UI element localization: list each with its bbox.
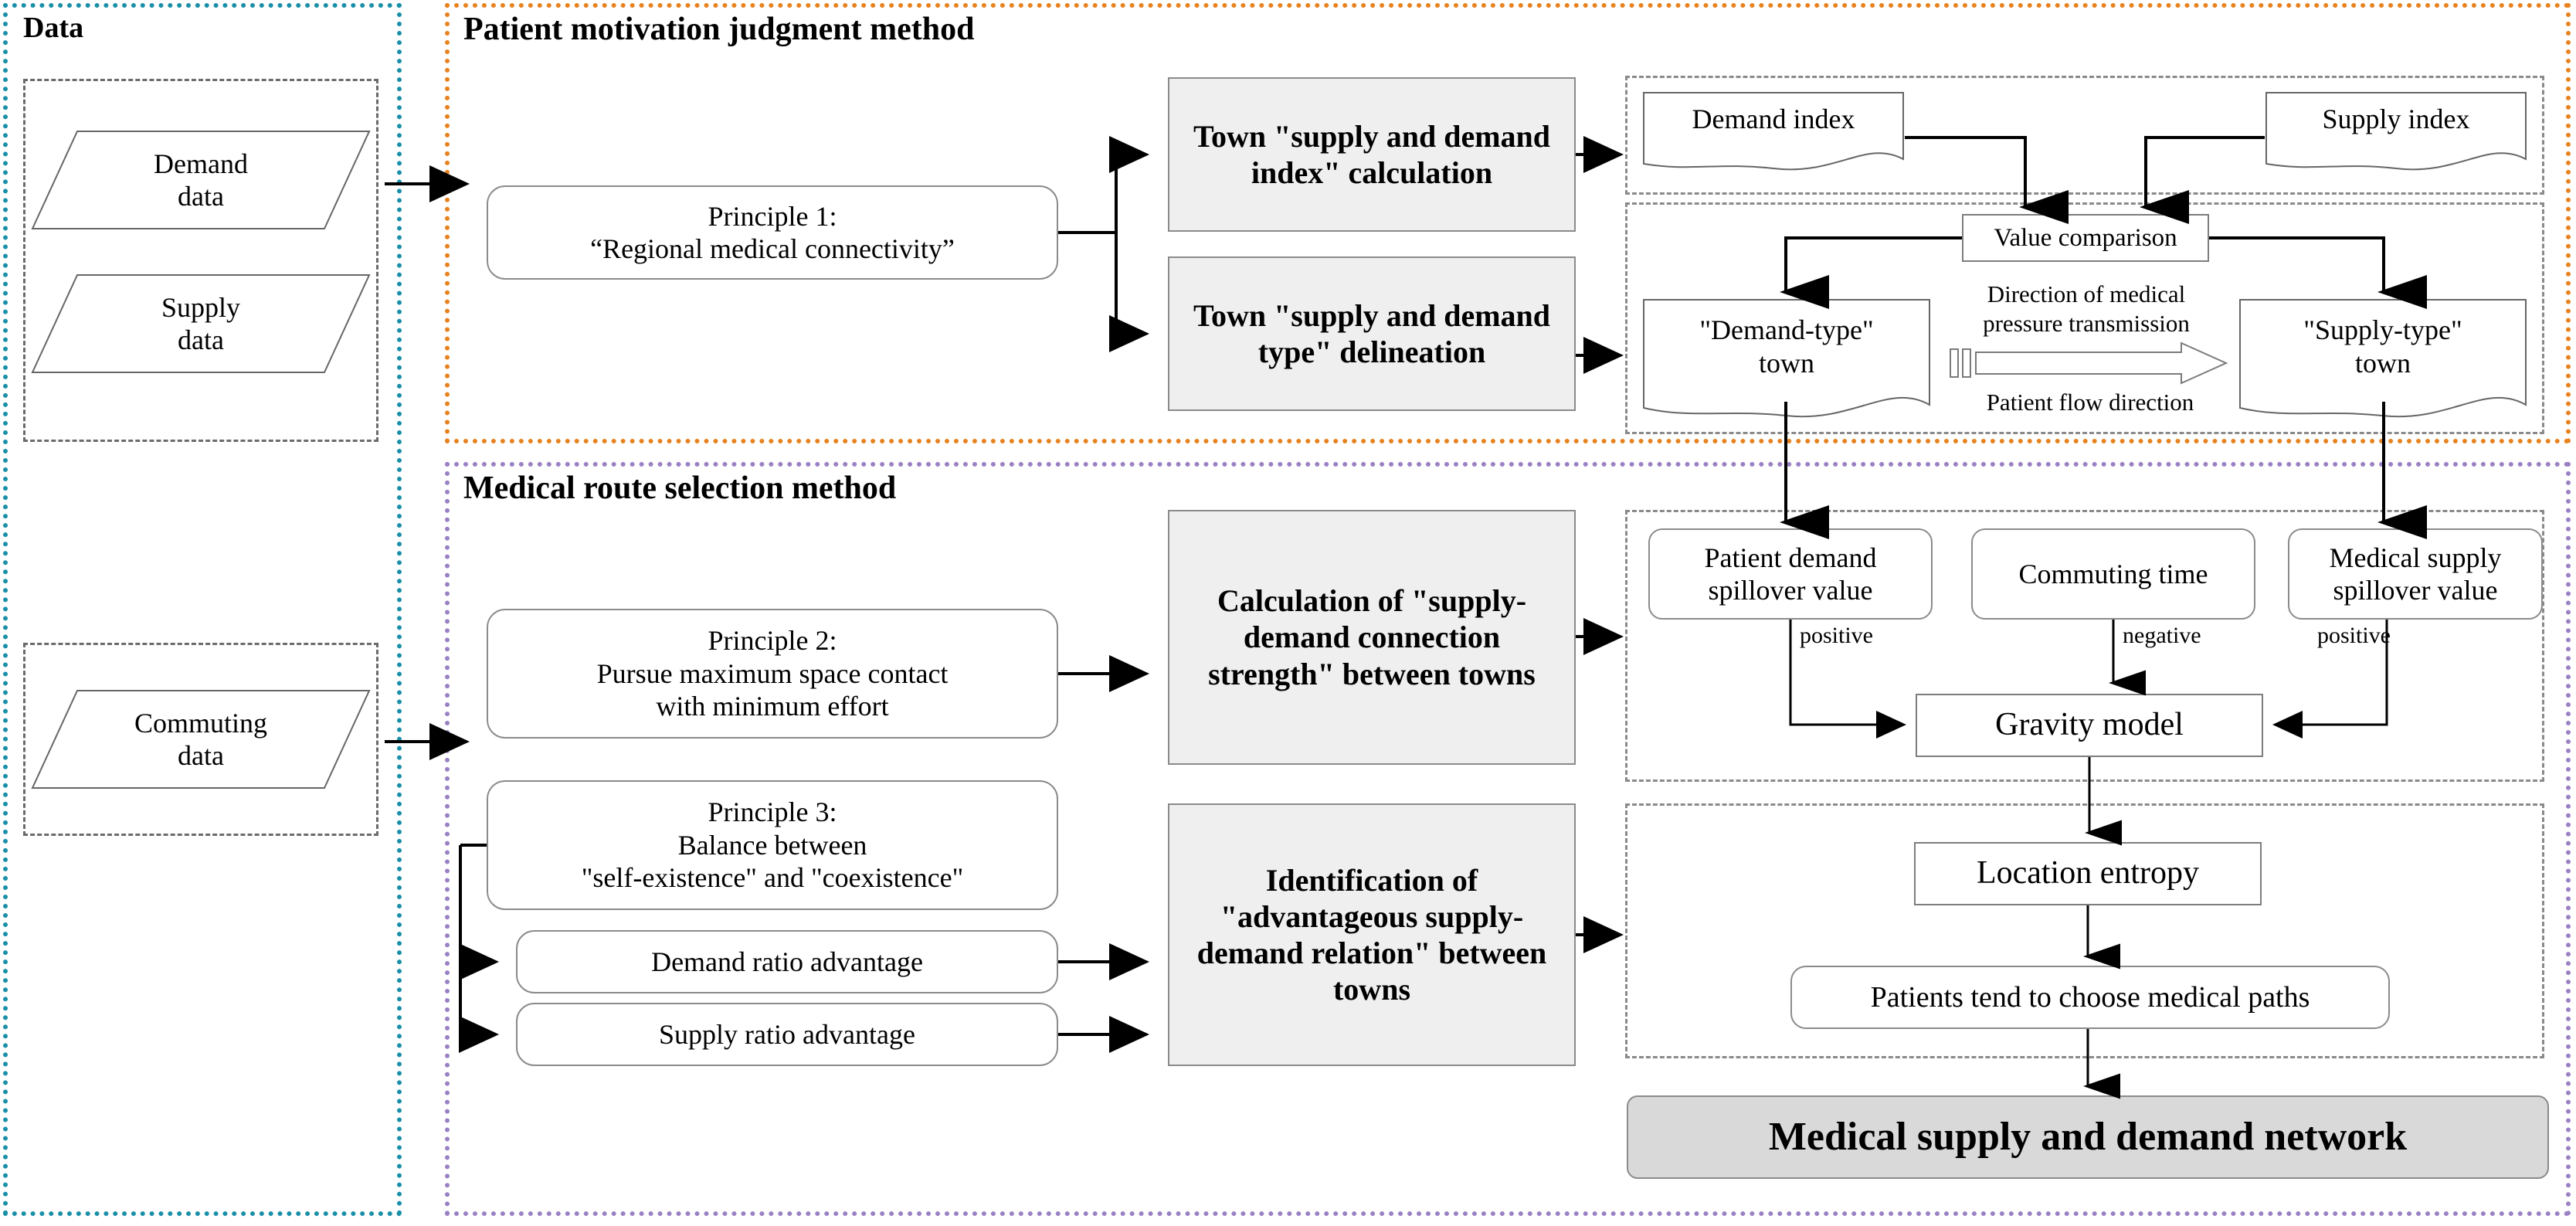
panel-data-title: Data [23,12,84,44]
group-gravity [1625,510,2544,782]
node-connection-strength: Calculation of "supply-demand connection… [1168,510,1576,765]
principle-3-line1: Principle 3: [708,796,837,828]
node-supply-data: Supply data [31,273,371,374]
label-patient-flow-direction: Patient flow direction [1986,389,2194,416]
block-arrow-patient-flow [1950,341,2228,385]
label-positive-left: positive [1800,623,1873,648]
panel-patient-motivation-title: Patient motivation judgment method [463,12,975,47]
node-demand-type-town: "Demand-type" town [1642,298,1931,422]
label-positive-right: positive [2317,623,2391,648]
node-patient-demand-spillover: Patient demand spillover value [1648,528,1933,620]
label-pressure-transmission: Direction of medical pressure transmissi… [1983,280,2190,337]
node-principle-1: Principle 1: “Regional medical connectiv… [487,185,1058,280]
node-patients-choose-paths: Patients tend to choose medical paths [1790,966,2390,1029]
node-index-calculation: Town "supply and demand index" calculati… [1168,77,1576,232]
principle-3-line3: "self-existence" and "coexistence" [581,862,964,894]
node-demand-index: Demand index [1642,91,1905,173]
principle-2-line2: Pursue maximum space contact [596,657,949,689]
node-principle-3: Principle 3: Balance between "self-exist… [487,780,1058,910]
node-commuting-data: Commuting data [31,689,371,790]
node-medical-supply-spillover: Medical supply spillover value [2288,528,2543,620]
principle-3-line2: Balance between [677,829,867,861]
node-demand-type-town-label: "Demand-type" town [1699,314,1874,379]
node-supply-type-town: "Supply-type" town [2238,298,2527,422]
group-town-types [1625,202,2544,434]
node-value-comparison: Value comparison [1962,214,2209,262]
data-group-commuting [23,643,378,836]
node-type-delineation: Town "supply and demand type" delineatio… [1168,256,1576,411]
node-demand-index-label: Demand index [1692,104,1855,135]
principle-2-line3: with minimum effort [656,691,889,722]
node-commuting-time: Commuting time [1971,528,2255,620]
node-demand-ratio-advantage: Demand ratio advantage [516,930,1058,993]
panel-patient-motivation [445,3,2571,443]
principle-1-line2: “Regional medical connectivity” [590,233,955,264]
panel-data [3,3,402,1216]
group-indices [1625,76,2544,195]
label-negative: negative [2123,623,2201,648]
node-supply-index: Supply index [2265,91,2527,173]
node-supply-ratio-advantage: Supply ratio advantage [516,1003,1058,1066]
node-supply-data-label: Supply data [161,291,241,355]
node-supply-index-label: Supply index [2322,104,2470,135]
node-demand-data-label: Demand data [154,148,248,212]
panel-medical-route-title: Medical route selection method [463,470,897,506]
node-demand-data: Demand data [31,130,371,230]
group-outcome [1625,803,2544,1058]
node-gravity-model: Gravity model [1916,694,2263,757]
node-advantageous-relation: Identification of "advantageous supply-d… [1168,803,1576,1066]
principle-2-line1: Principle 2: [708,625,837,657]
node-final-network: Medical supply and demand network [1627,1095,2549,1179]
data-group-demand-supply [23,79,378,442]
principle-1-line1: Principle 1: [708,200,837,232]
node-principle-2: Principle 2: Pursue maximum space contac… [487,609,1058,739]
node-supply-type-town-label: "Supply-type" town [2303,314,2462,379]
panel-medical-route [445,462,2571,1216]
node-commuting-data-label: Commuting data [134,707,268,771]
node-location-entropy: Location entropy [1914,842,2262,905]
